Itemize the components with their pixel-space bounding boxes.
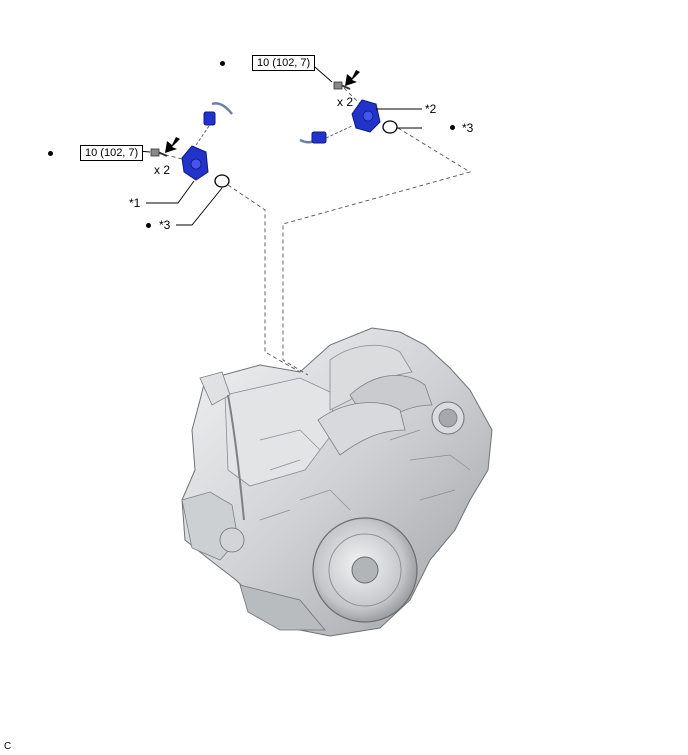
bullet-marker — [146, 223, 151, 228]
callout-ring-left: *3 — [159, 218, 171, 232]
bolt-icon — [333, 81, 351, 90]
quantity-right: x 2 — [337, 95, 354, 109]
bullet-marker — [48, 151, 53, 156]
bullet-marker — [450, 125, 455, 130]
torque-spec-right: 10 (102, 7) — [252, 55, 316, 71]
torque-spec-left: 10 (102, 7) — [80, 145, 144, 161]
arrow-icon — [345, 70, 360, 86]
bullet-marker — [220, 61, 225, 66]
arrow-icon — [165, 137, 180, 153]
engine-illustration — [181, 327, 493, 637]
quantity-left: x 2 — [154, 163, 171, 177]
corner-code: C — [4, 741, 12, 752]
o-ring-icon — [382, 120, 398, 134]
leader-lines — [137, 60, 422, 226]
callout-part-1: *1 — [129, 196, 141, 210]
o-ring-icon — [214, 174, 230, 188]
callout-ring-right: *3 — [462, 121, 474, 135]
sensor-icon — [299, 99, 381, 144]
bolt-icon — [150, 148, 168, 157]
assembly-guide-lines — [157, 87, 472, 376]
callout-part-2: *2 — [425, 102, 437, 116]
sensor-icon — [181, 102, 233, 181]
